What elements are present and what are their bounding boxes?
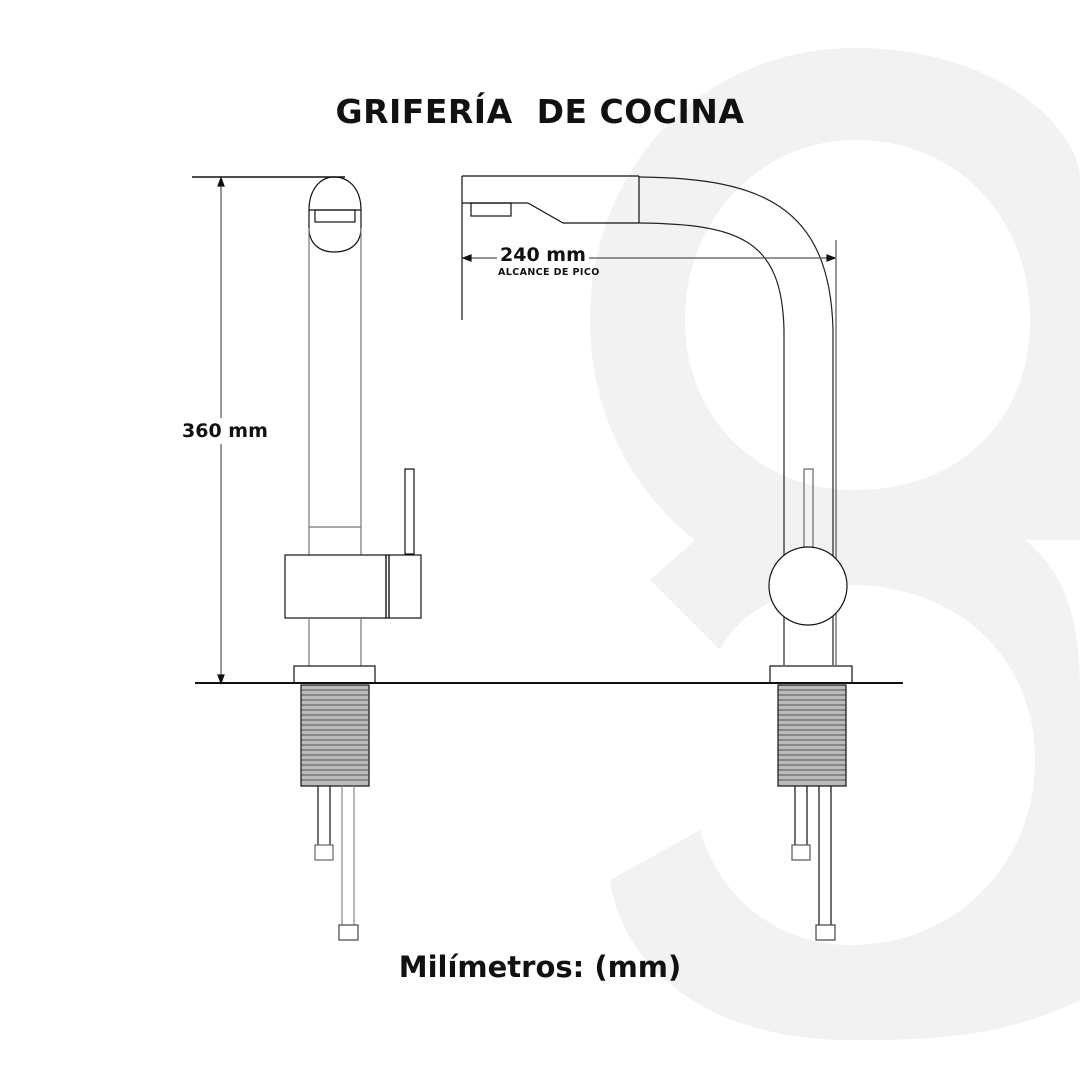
- side-view: [461, 175, 853, 941]
- page-title: GRIFERÍA DE COCINA: [335, 92, 745, 131]
- height-dimension-label: 360 mm: [182, 418, 268, 444]
- units-caption: Milímetros: (mm): [398, 950, 682, 984]
- front-view: [192, 176, 422, 941]
- watermark-8-logo: [590, 48, 1080, 1040]
- reach-dimension-label: 240 mm: [497, 244, 589, 266]
- reach-dimension-caption: ALCANCE DE PICO: [498, 267, 600, 278]
